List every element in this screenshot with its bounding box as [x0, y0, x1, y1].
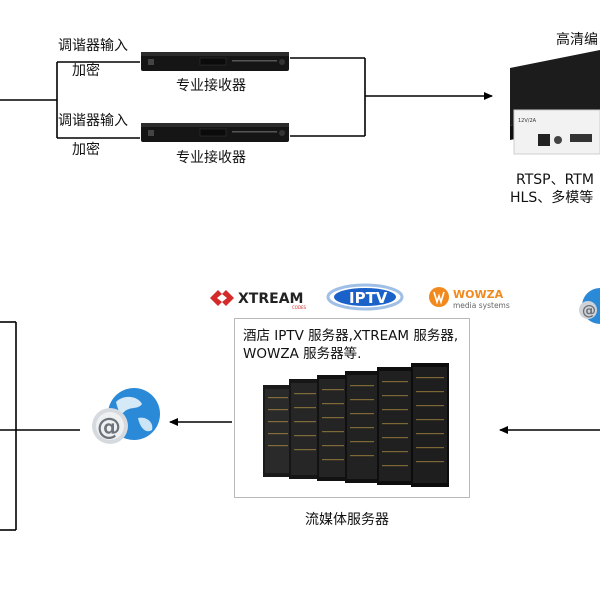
server-racks-icon: [263, 363, 449, 487]
receiver-label-1: 专业接收器: [176, 78, 246, 94]
svg-text:@: @: [582, 303, 596, 319]
server-description: 酒店 IPTV 服务器,XTREAM 服务器, WOWZA 服务器等.: [243, 328, 459, 362]
receiver-label-2: 专业接收器: [176, 150, 246, 166]
receiver-device-1: [140, 49, 290, 73]
server-caption: 流媒体服务器: [305, 512, 389, 528]
top-left-bracket: [0, 61, 140, 139]
encrypt-label-1: 加密: [72, 63, 100, 79]
wowza-logo-text: WOWZA: [453, 288, 504, 301]
right-globe-icon: @: [578, 284, 600, 328]
receiver-device-2: [140, 120, 290, 144]
tuner-input-label-1: 调谐器输入: [58, 38, 128, 54]
encrypt-label-2: 加密: [72, 142, 100, 158]
streaming-server-box: 酒店 IPTV 服务器,XTREAM 服务器, WOWZA 服务器等.: [234, 318, 470, 498]
xtream-logo-text: XTREAM: [238, 291, 303, 307]
encoder-protocols-line2: HLS、多模等: [510, 190, 594, 206]
xtream-logo-subtext: CODES: [292, 305, 307, 310]
tuner-input-label-2: 调谐器输入: [58, 113, 128, 129]
encoder-title: 高清编: [556, 32, 598, 48]
svg-text:12V/2A: 12V/2A: [518, 118, 537, 124]
iptv-logo-text: IPTV: [349, 289, 388, 307]
bottom-left-bracket: [0, 321, 80, 531]
wowza-logo-subtext: media systems: [453, 301, 510, 310]
encoder-device: 12V/2A: [500, 48, 600, 158]
top-right-bracket: [290, 57, 493, 137]
svg-text:@: @: [97, 413, 121, 441]
internet-globe-icon: @: [84, 384, 164, 450]
xtream-logo: XTREAM CODES: [208, 284, 320, 312]
iptv-logo: IPTV: [326, 282, 404, 312]
wowza-logo: WOWZA media systems: [428, 283, 520, 313]
encoder-protocols-line1: RTSP、RTM: [516, 172, 594, 188]
